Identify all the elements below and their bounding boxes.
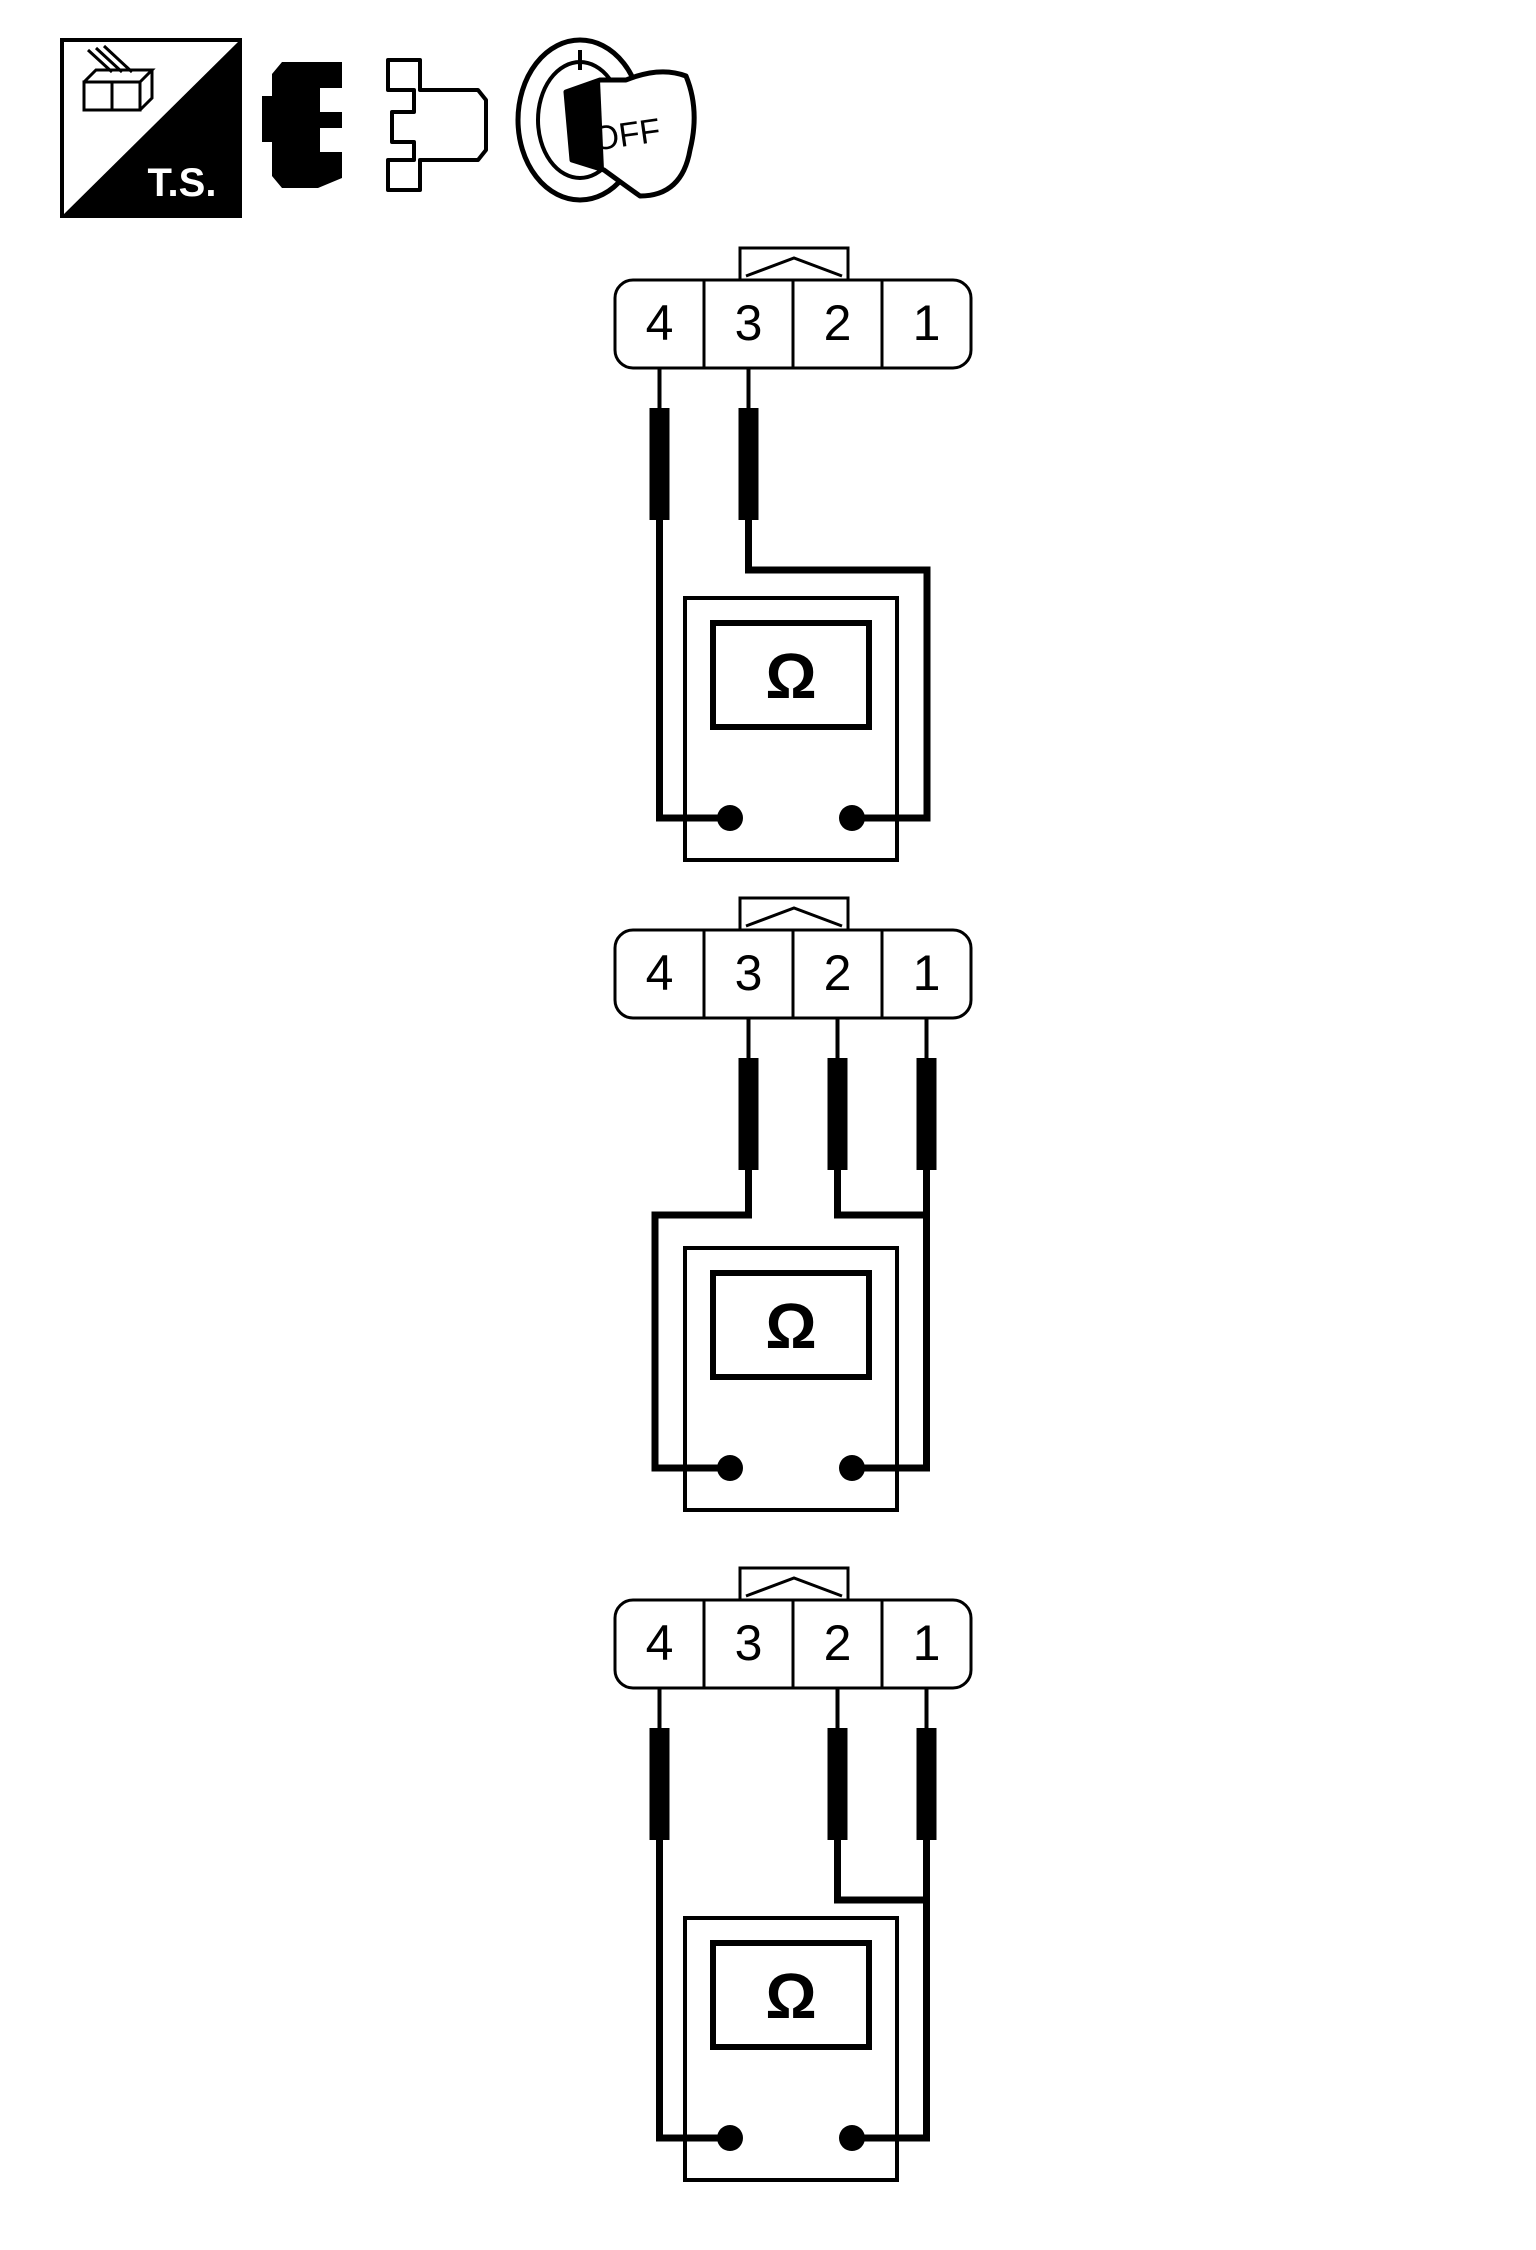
pin-number-3: 3 bbox=[735, 1615, 763, 1671]
connector-latch-mark bbox=[745, 1576, 843, 1598]
connector: 4 3 2 1 bbox=[613, 278, 973, 370]
ohmmeter-display bbox=[710, 1940, 872, 2050]
pin-number-4: 4 bbox=[646, 1615, 674, 1671]
connector-latch-mark bbox=[745, 256, 843, 278]
ohmmeter-terminal-left bbox=[717, 2125, 743, 2151]
ohmmeter-display bbox=[710, 620, 872, 730]
ohmmeter-display bbox=[710, 1270, 872, 1380]
pin-number-2: 2 bbox=[824, 295, 852, 351]
pin-number-1: 1 bbox=[913, 295, 941, 351]
right-test-lead bbox=[834, 1170, 930, 1472]
test-probe bbox=[916, 1058, 937, 1170]
ignition-key-off-icon: OFF bbox=[515, 37, 697, 203]
ohmmeter-terminal-right bbox=[839, 805, 865, 831]
right-test-lead bbox=[834, 1840, 930, 2142]
pin-number-3: 3 bbox=[735, 295, 763, 351]
left-test-lead bbox=[651, 1170, 752, 1472]
check-diagram-1: 4 3 2 1Ω bbox=[613, 246, 973, 862]
trouble-shooting-badge-icon: T.S. bbox=[60, 38, 242, 218]
ohmmeter: Ω bbox=[683, 596, 899, 862]
test-probe bbox=[827, 1728, 848, 1840]
test-probe bbox=[916, 1728, 937, 1840]
ohm-symbol: Ω bbox=[765, 640, 816, 712]
pin-number-2: 2 bbox=[824, 945, 852, 1001]
ohmmeter-terminal-left bbox=[717, 1455, 743, 1481]
right-test-lead bbox=[745, 520, 931, 822]
test-probe bbox=[649, 408, 670, 520]
pin-number-1: 1 bbox=[913, 1615, 941, 1671]
ohmmeter-terminal-left bbox=[717, 805, 743, 831]
ohm-symbol: Ω bbox=[765, 1290, 816, 1362]
pin-number-1: 1 bbox=[913, 945, 941, 1001]
test-probe bbox=[827, 1058, 848, 1170]
test-probe bbox=[738, 1058, 759, 1170]
connector-disconnect-icon bbox=[262, 58, 488, 192]
left-test-lead bbox=[656, 520, 730, 822]
pin-number-4: 4 bbox=[646, 945, 674, 1001]
connector-latch bbox=[738, 1566, 850, 1604]
check-diagram-3: 4 3 2 1Ω bbox=[613, 1566, 973, 2182]
ohmmeter-terminal-right bbox=[839, 1455, 865, 1481]
ts-badge-label: T.S. bbox=[148, 161, 217, 205]
connector-latch-mark bbox=[745, 906, 843, 928]
test-probe bbox=[738, 408, 759, 520]
ohm-symbol: Ω bbox=[765, 1960, 816, 2032]
pin-number-3: 3 bbox=[735, 945, 763, 1001]
connector-latch bbox=[738, 896, 850, 934]
ohmmeter-terminal-right bbox=[839, 2125, 865, 2151]
pin-number-2: 2 bbox=[824, 1615, 852, 1671]
check-diagram-2: 4 3 2 1Ω bbox=[613, 896, 973, 1512]
ignition-key-off-label: OFF bbox=[590, 112, 663, 159]
left-test-lead bbox=[656, 1840, 730, 2142]
connector: 4 3 2 1 bbox=[613, 1598, 973, 1690]
test-probe bbox=[649, 1728, 670, 1840]
connector-latch bbox=[738, 246, 850, 284]
pin-number-4: 4 bbox=[646, 295, 674, 351]
connector: 4 3 2 1 bbox=[613, 928, 973, 1020]
